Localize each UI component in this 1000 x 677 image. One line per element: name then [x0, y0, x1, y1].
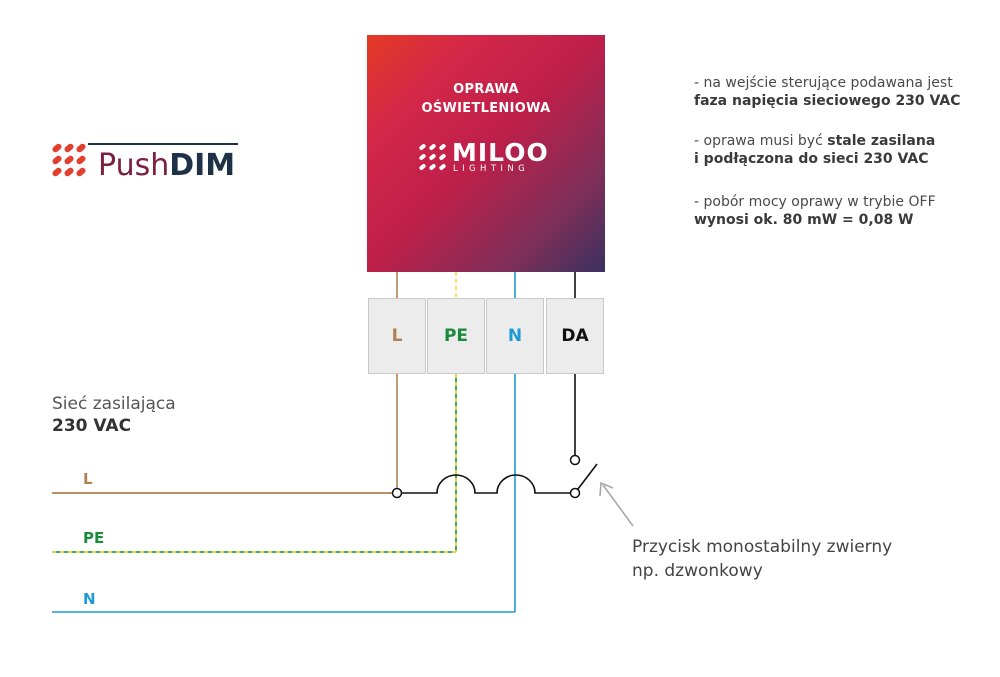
- terminal-da: DA: [546, 298, 604, 374]
- note-1-line1: - na wejście sterujące podawana jest: [694, 75, 953, 91]
- note-2-line2: i podłączona do sieci 230 VAC: [694, 151, 929, 167]
- wire-label-l: L: [83, 470, 93, 488]
- wire-label-pe: PE: [83, 529, 105, 547]
- miloo-icon: [419, 144, 446, 170]
- terminal-pe: PE: [427, 298, 485, 374]
- fixture-title-line1: OPRAWA: [453, 82, 519, 97]
- logo-prefix: Push: [98, 148, 170, 183]
- supply-title: Sieć zasilająca: [52, 394, 176, 414]
- logo-top-rule: [88, 143, 238, 145]
- switch-contact-bottom: [569, 487, 581, 499]
- terminal-n: N: [486, 298, 544, 374]
- logo-suffix: DIM: [169, 148, 236, 183]
- terminal-l: L: [368, 298, 426, 374]
- pointer-arrow-head: [599, 481, 614, 497]
- wire-label-n: N: [83, 590, 96, 608]
- note-1-line2: faza napięcia sieciowego 230 VAC: [694, 93, 961, 109]
- button-caption-line1: Przycisk monostabilny zwierny: [632, 537, 893, 557]
- junction-node-l: [391, 487, 403, 499]
- logo-text: PushDIM: [98, 149, 235, 183]
- pushdim-icon: [52, 143, 86, 177]
- supply-voltage: 230 VAC: [52, 416, 132, 436]
- note-2-line1: - oprawa musi być stale zasilana: [694, 132, 935, 150]
- miloo-brand-name: MILOO: [452, 138, 549, 167]
- note-2-bold-inline: stale zasilana: [827, 133, 936, 149]
- miloo-brand-sub: LIGHTING: [453, 164, 530, 174]
- pointer-arrow-line: [602, 484, 634, 527]
- switch-lever: [577, 463, 598, 490]
- phase-bridge-jumpers: [401, 474, 571, 494]
- note-3-line2: wynosi ok. 80 mW = 0,08 W: [694, 212, 914, 228]
- fixture-title-line2: OŚWIETLENIOWA: [421, 101, 551, 116]
- pushdim-logo: PushDIM: [50, 140, 240, 190]
- note-3-line1: - pobór mocy oprawy w trybie OFF: [694, 194, 936, 210]
- note-2-normal: - oprawa musi być: [694, 133, 828, 149]
- button-caption-line2: np. dzwonkowy: [632, 561, 763, 581]
- switch-contact-top: [569, 454, 581, 466]
- lighting-fixture-box: [367, 35, 605, 272]
